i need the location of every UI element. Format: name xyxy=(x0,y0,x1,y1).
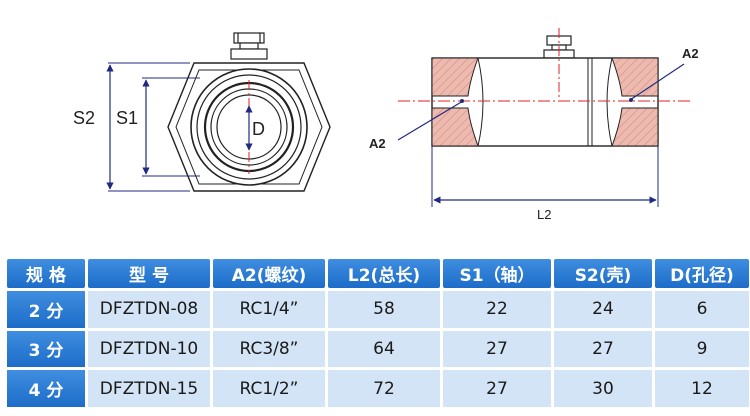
header-s1: S1（轴） xyxy=(443,259,551,288)
header-model: 型 号 xyxy=(88,259,210,288)
row-length: 72 xyxy=(328,370,440,407)
row-bore: 9 xyxy=(655,330,749,368)
front-stem xyxy=(230,32,268,60)
front-hex-inner xyxy=(175,69,323,185)
row-thread: RC3/8” xyxy=(213,330,325,368)
spec-table: 规 格 型 号 A2(螺纹) L2(总长) S1（轴） S2(壳) D(孔径) … xyxy=(4,256,750,410)
row-length: 58 xyxy=(328,291,440,328)
row-thread: RC1/4” xyxy=(213,291,325,328)
row-model: DFZTDN-10 xyxy=(88,330,210,368)
right-port-hatch-top xyxy=(611,57,659,97)
header-length: L2(总长) xyxy=(328,259,440,288)
a2-label-left: A2 xyxy=(369,136,386,151)
l2-label: L2 xyxy=(537,207,551,222)
row-s1: 27 xyxy=(443,370,551,407)
d-label: D xyxy=(252,119,265,139)
table-row: 3 分 DFZTDN-10 RC3/8” 64 27 27 9 xyxy=(7,330,749,368)
s2-label: S2 xyxy=(73,108,95,128)
table-row: 4 分 DFZTDN-15 RC1/2” 72 27 30 12 xyxy=(7,370,749,407)
a2-callout-left-dot xyxy=(460,99,464,103)
row-thread: RC1/2” xyxy=(213,370,325,407)
front-ring-2 xyxy=(196,74,302,180)
table-row: 2 分 DFZTDN-08 RC1/4” 58 22 24 6 xyxy=(7,291,749,328)
s1-label: S1 xyxy=(116,108,138,128)
a2-label-right: A2 xyxy=(682,46,699,61)
left-port-hatch-top xyxy=(431,57,479,97)
row-model: DFZTDN-15 xyxy=(88,370,210,407)
side-inner-curve-right xyxy=(606,57,613,147)
a2-callout-right-dot xyxy=(629,98,633,102)
row-bore: 6 xyxy=(655,291,749,328)
header-s2: S2(壳) xyxy=(554,259,652,288)
a2-callout-left-leader xyxy=(397,100,464,141)
row-s1: 22 xyxy=(443,291,551,328)
front-view: D S2 S1 xyxy=(73,32,331,192)
row-spec: 4 分 xyxy=(7,370,85,407)
row-spec: 3 分 xyxy=(7,330,85,368)
side-inner-curve-left xyxy=(477,57,484,147)
technical-drawing: D S2 S1 xyxy=(73,28,699,222)
table-header-row: 规 格 型 号 A2(螺纹) L2(总长) S1（轴） S2(壳) D(孔径) xyxy=(7,259,749,288)
header-bore: D(孔径) xyxy=(655,259,749,288)
a2-callout-right-leader xyxy=(629,63,685,101)
row-s2: 27 xyxy=(554,330,652,368)
row-model: DFZTDN-08 xyxy=(88,291,210,328)
row-length: 64 xyxy=(328,330,440,368)
row-s1: 27 xyxy=(443,330,551,368)
row-s2: 24 xyxy=(554,291,652,328)
side-view: A2 A2 L2 xyxy=(369,28,699,222)
row-s2: 30 xyxy=(554,370,652,407)
row-spec: 2 分 xyxy=(7,291,85,328)
header-spec: 规 格 xyxy=(7,259,85,288)
header-thread: A2(螺纹) xyxy=(213,259,325,288)
row-bore: 12 xyxy=(655,370,749,407)
